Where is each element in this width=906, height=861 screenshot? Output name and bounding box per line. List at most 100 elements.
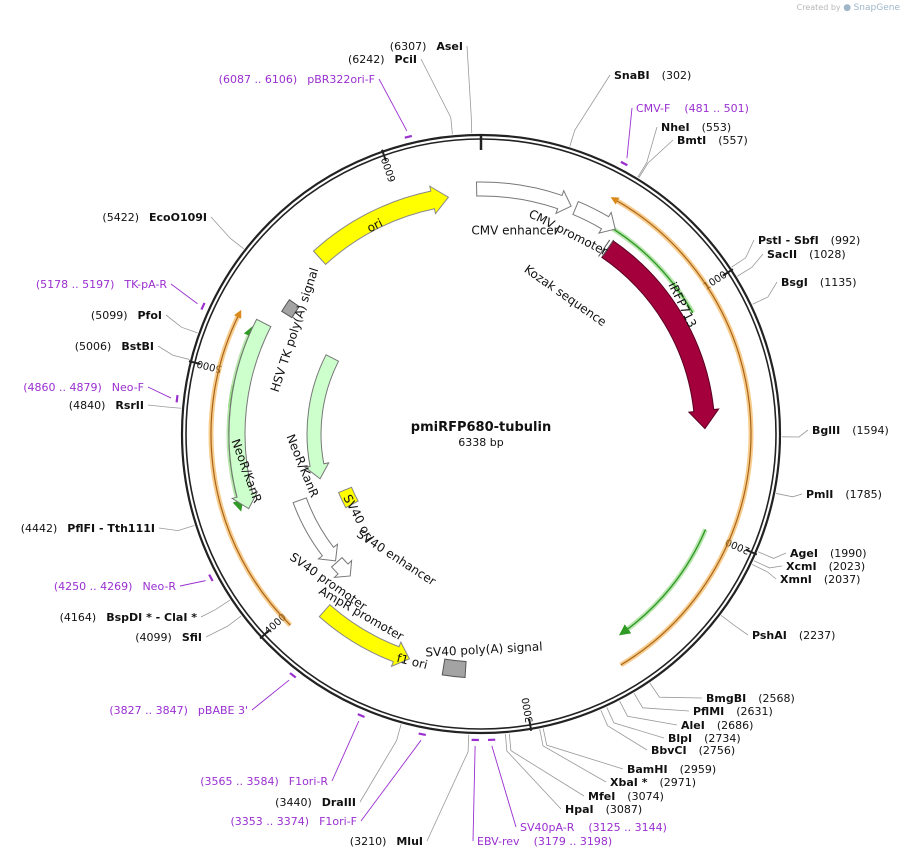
- site-name: DraIII: [322, 796, 356, 809]
- restriction-site-label[interactable]: BmgBI(2568): [706, 692, 795, 705]
- restriction-site-label[interactable]: BglII(1594): [812, 424, 889, 437]
- restriction-site-label[interactable]: (5422)EcoO109I: [102, 211, 207, 224]
- site-position: (4164): [60, 611, 97, 624]
- feature-sv40-ori: [337, 486, 359, 509]
- restriction-site-label[interactable]: PshAI(2237): [752, 629, 835, 642]
- site-name: MluI: [396, 835, 423, 848]
- primer-leader: [360, 739, 422, 822]
- snapgene-brand: Created by ● SnapGene: [797, 3, 900, 13]
- feature-neor-kanr: [228, 318, 272, 510]
- restriction-site-label[interactable]: (3440)DraIII: [275, 796, 356, 809]
- site-leader: [600, 709, 648, 751]
- site-name: SfiI: [182, 631, 202, 644]
- primer-label[interactable]: (3353 .. 3374)F1ori-F: [231, 815, 358, 828]
- feature-label: ori: [365, 216, 385, 236]
- site-position: (1594): [852, 424, 889, 437]
- site-name: MfeI: [588, 790, 615, 803]
- restriction-site-label[interactable]: (4164)BspDI * - ClaI *: [60, 611, 198, 624]
- feature-irfp713: [601, 240, 720, 430]
- site-leader: [737, 253, 764, 277]
- primer-leader: [331, 720, 360, 782]
- primer-label[interactable]: (5178 .. 5197)TK-pA-R: [36, 278, 168, 291]
- tick-label: 4000: [263, 612, 289, 637]
- restriction-site-label[interactable]: PflMI(2631): [693, 705, 773, 718]
- site-name: BstBI: [121, 340, 154, 353]
- site-leader: [158, 525, 195, 532]
- site-leader: [752, 564, 777, 580]
- site-leader: [752, 281, 778, 305]
- feature-hsv-tk-polya: [281, 299, 300, 319]
- feature-label: SV40 enhancer: [354, 527, 438, 589]
- snapgene-logo-icon: ●: [843, 3, 852, 13]
- site-labels: (6307)AseI(6242)PciISnaBI(302)NheI(553)B…: [21, 40, 889, 848]
- site-leader: [649, 682, 703, 699]
- restriction-site-label[interactable]: (3210)MluI: [350, 835, 423, 848]
- restriction-site-label[interactable]: XmnI(2037): [780, 573, 860, 586]
- primer-label[interactable]: CMV-F(481 .. 501): [636, 102, 749, 115]
- site-position: (2037): [824, 573, 861, 586]
- site-leader: [542, 728, 624, 770]
- restriction-site-label[interactable]: PstI - SbfI(992): [758, 234, 860, 247]
- restriction-site-label[interactable]: SacII(1028): [767, 248, 846, 261]
- restriction-site-label[interactable]: NheI(553): [661, 121, 731, 134]
- restriction-site-label[interactable]: (5006)BstBI: [75, 340, 154, 353]
- restriction-site-label[interactable]: MfeI (3074): [588, 790, 664, 803]
- site-position: (2686): [717, 719, 754, 732]
- restriction-site-label[interactable]: (6307)AseI: [390, 40, 463, 53]
- site-position: (2631): [736, 705, 773, 718]
- primer-label[interactable]: (4250 .. 4269)Neo-R: [54, 580, 176, 593]
- restriction-site-label[interactable]: SnaBI(302): [614, 69, 691, 82]
- site-name: BbvCI: [651, 744, 687, 757]
- feature-sv40-polya: [441, 658, 467, 679]
- green-arc: [618, 529, 707, 636]
- site-name: RsrII: [115, 399, 144, 412]
- leader-lines: [147, 45, 809, 842]
- site-name: BlpI: [668, 732, 692, 745]
- restriction-site-label[interactable]: AleI(2686): [681, 719, 753, 732]
- primer-position: (3827 .. 3847): [109, 704, 188, 717]
- primer-label[interactable]: (3565 .. 3584)F1ori-R: [200, 775, 328, 788]
- restriction-site-label[interactable]: BamHI(2959): [627, 763, 716, 776]
- feature-kozak-sequence: [602, 239, 615, 257]
- site-position: (4442): [21, 522, 58, 535]
- primer-leader: [179, 580, 206, 587]
- restriction-site-label[interactable]: (5099)PfoI: [91, 309, 162, 322]
- restriction-site-label[interactable]: HpaI(3087): [565, 803, 642, 816]
- primer-label[interactable]: EBV-rev(3179 .. 3198): [477, 835, 612, 848]
- site-leader: [157, 345, 190, 360]
- site-position: (2756): [699, 744, 736, 757]
- restriction-site-label[interactable]: AgeI(1990): [790, 547, 867, 560]
- primer-label[interactable]: (6087 .. 6106)pBR322ori-F: [219, 73, 375, 86]
- site-leader: [505, 733, 562, 810]
- primer-label[interactable]: SV40pA-R(3125 .. 3144): [520, 821, 667, 834]
- restriction-site-label[interactable]: PmlI(1785): [806, 488, 882, 501]
- restriction-site-label[interactable]: XcmI(2023): [786, 560, 865, 573]
- restriction-site-label[interactable]: BbvCI (2756): [651, 744, 735, 757]
- site-leader: [619, 700, 678, 726]
- primer-position: (5178 .. 5197): [36, 278, 115, 291]
- primer-position: (3179 .. 3198): [534, 835, 613, 848]
- primer-position: (3565 .. 3584): [200, 775, 279, 788]
- primer-label[interactable]: (3827 .. 3847)pBABE 3': [109, 704, 248, 717]
- tick-label: 6000: [380, 156, 399, 184]
- restriction-site-label[interactable]: (6242)PciI: [348, 53, 417, 66]
- primer-label[interactable]: (4860 .. 4879)Neo-F: [23, 381, 144, 394]
- restriction-site-label[interactable]: (4099)SfiI: [135, 631, 202, 644]
- restriction-site-label[interactable]: BsgI(1135): [781, 276, 856, 289]
- site-leader: [775, 493, 803, 498]
- primer-name: SV40pA-R: [520, 821, 575, 834]
- primer-leader: [147, 386, 172, 399]
- site-position: (3074): [627, 790, 664, 803]
- site-name: PshAI: [752, 629, 787, 642]
- restriction-site-label[interactable]: BmtI(557): [677, 134, 748, 147]
- site-name: BmtI: [677, 134, 706, 147]
- restriction-site-label[interactable]: (4442)PflFI - Tth111I: [21, 522, 155, 535]
- site-position: (1785): [845, 488, 882, 501]
- restriction-site-label[interactable]: BlpI(2734): [668, 732, 741, 745]
- restriction-site-label[interactable]: (4840)RsrII: [69, 399, 144, 412]
- site-position: (1028): [809, 248, 846, 261]
- orange-arc: [613, 198, 752, 666]
- feature-ori: [312, 185, 450, 266]
- primer-mark: [208, 574, 214, 582]
- restriction-site-label[interactable]: XbaI *(2971): [610, 776, 696, 789]
